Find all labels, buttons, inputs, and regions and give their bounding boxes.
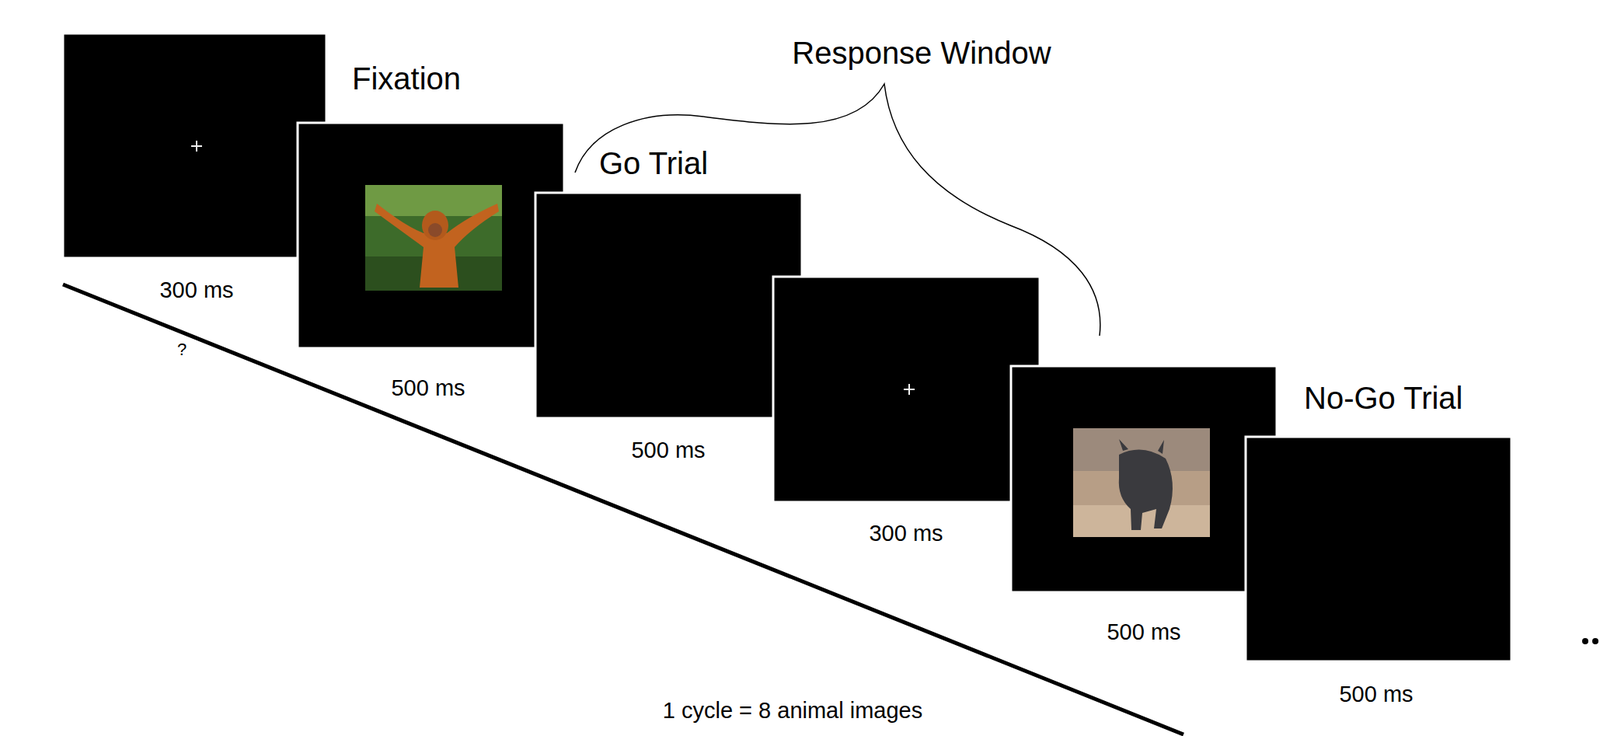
duration-label: 500 ms — [1338, 682, 1413, 708]
orangutan-image — [365, 184, 502, 291]
timeline-line — [62, 284, 1184, 735]
screen-label: Fixation — [352, 61, 461, 96]
window-label: Response Window — [791, 35, 1052, 70]
screen — [773, 276, 1040, 502]
screen — [62, 33, 327, 258]
response-window-brace — [575, 83, 1101, 336]
screen — [535, 192, 802, 419]
rhino-image — [1073, 428, 1210, 537]
cycle-note: 1 cycle = 8 animal images — [662, 698, 923, 724]
trial-label: Go Trial — [599, 146, 708, 181]
screen — [1245, 436, 1512, 662]
duration-label: 500 ms — [390, 376, 465, 401]
screen — [297, 122, 565, 349]
screen — [1010, 366, 1277, 593]
duration-label: 500 ms — [1106, 620, 1181, 645]
fixation-cross — [903, 383, 915, 395]
continuation-dots — [1582, 637, 1599, 645]
duration-label: 300 ms — [868, 521, 943, 547]
fixation-cross — [191, 140, 203, 152]
trial-label: No-Go Trial — [1303, 380, 1464, 415]
duration-label: 500 ms — [630, 438, 705, 464]
note-mark: ? — [177, 340, 187, 360]
duration-label: 300 ms — [159, 278, 234, 304]
